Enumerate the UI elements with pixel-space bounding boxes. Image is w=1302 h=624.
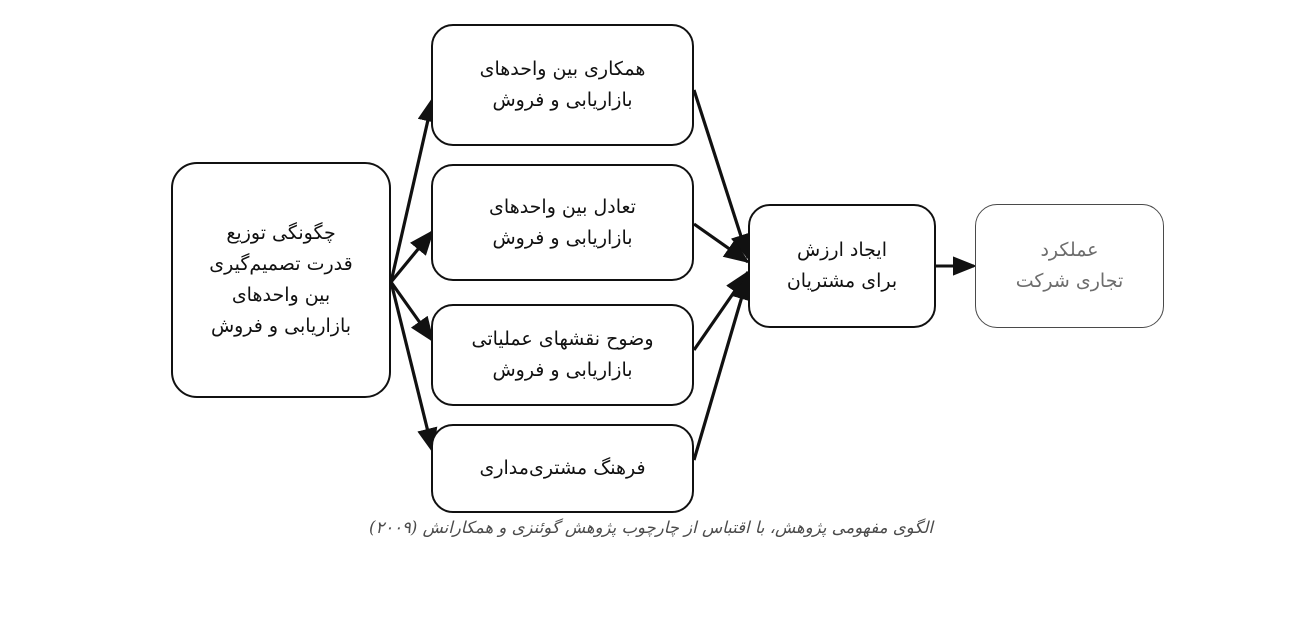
figure-caption: الگوی مفهومی پژوهش، با اقتباس از چارچوب …	[369, 518, 933, 537]
node-balance[interactable]: تعادل بین واحدهای بازاریابی و فروش	[431, 164, 694, 281]
edge-driver-to-culture	[389, 281, 438, 454]
edge-balance-to-value	[693, 222, 750, 264]
edge-driver-to-collaboration	[389, 96, 438, 283]
node-role-clarity[interactable]: وضوح نقشهای عملیاتی بازاریابی و فروش	[431, 304, 694, 406]
edge-culture-to-value	[692, 274, 752, 461]
node-decision-power-distribution[interactable]: چگونگی توزیع قدرت تصمیم‌گیری بین واحدهای…	[171, 162, 391, 398]
node-line: تعادل بین واحدهای	[489, 195, 636, 218]
node-customer-value-creation[interactable]: ایجاد ارزش برای مشتریان	[748, 204, 936, 328]
edge-driver-to-balance	[389, 229, 435, 284]
node-line: بازاریابی و فروش	[492, 226, 633, 249]
node-collaboration[interactable]: همکاری بین واحدهای بازاریابی و فروش	[431, 24, 694, 146]
edge-driver-to-clarity	[389, 281, 435, 343]
node-line: بازاریابی و فروش	[492, 359, 633, 381]
node-line: عملکرد	[1040, 239, 1099, 262]
node-line: برای مشتریان	[786, 270, 898, 292]
node-line: قدرت تصمیم‌گیری	[209, 253, 353, 276]
edge-clarity-to-value	[692, 270, 750, 351]
edge-collaboration-to-value	[692, 89, 751, 260]
node-line: بازاریابی و فروش	[210, 314, 352, 337]
node-line: فرهنگ مشتری‌مداری	[479, 457, 646, 480]
node-line: تجاری شرکت	[1015, 270, 1124, 292]
node-line: ایجاد ارزش	[797, 239, 887, 262]
node-line: بین واحدهای	[231, 284, 331, 306]
node-customer-oriented-culture[interactable]: فرهنگ مشتری‌مداری	[431, 424, 694, 513]
node-line: چگونگی توزیع	[226, 222, 336, 245]
node-business-performance[interactable]: عملکرد تجاری شرکت	[975, 204, 1164, 328]
node-line: بازاریابی و فروش	[492, 89, 633, 111]
node-line: همکاری بین واحدهای	[479, 58, 646, 81]
node-line: وضوح نقشهای عملیاتی	[471, 328, 654, 351]
